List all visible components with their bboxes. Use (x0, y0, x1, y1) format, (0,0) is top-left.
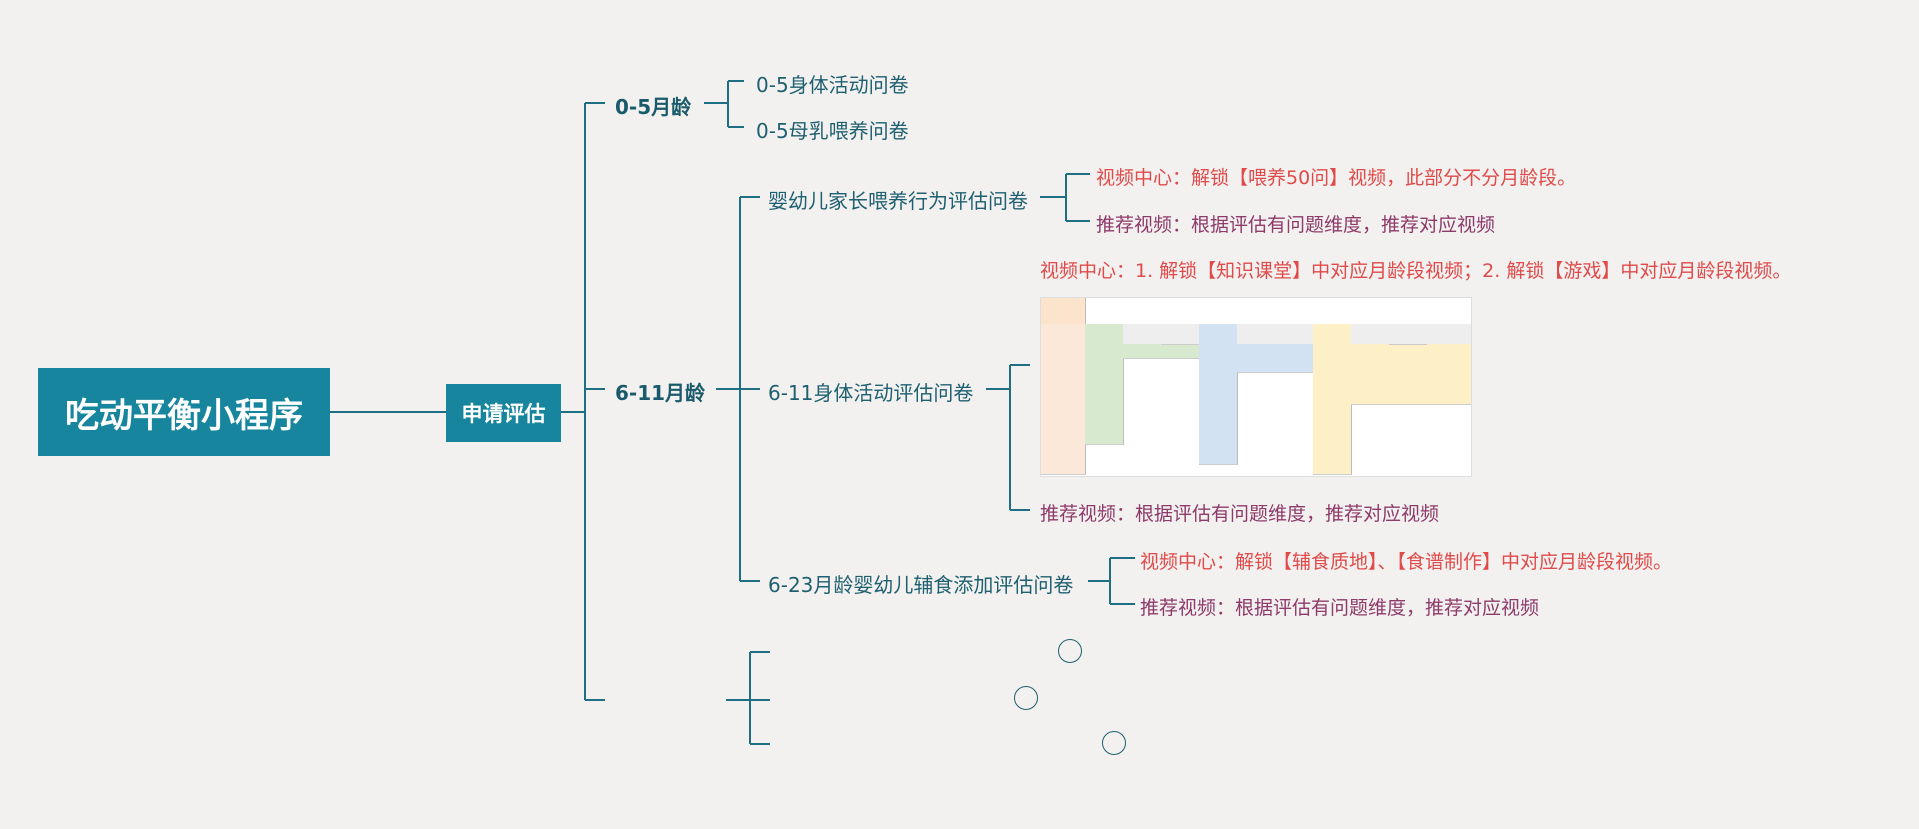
root-node[interactable]: 吃动平衡小程序 (38, 368, 330, 456)
table-image-thumbnail[interactable] (1040, 297, 1472, 477)
questionnaire-6-11-activity[interactable]: 6-11身体活动评估问卷 (768, 381, 974, 405)
questionnaire-0-5-breastfeeding[interactable]: 0-5母乳喂养问卷 (756, 119, 909, 143)
count-badge[interactable] (1058, 639, 1082, 663)
note-recommend-food: 推荐视频：根据评估有问题维度，推荐对应视频 (1140, 597, 1540, 619)
count-badge[interactable] (1102, 731, 1126, 755)
apply-assessment-label: 申请评估 (461, 402, 546, 426)
apply-assessment-node[interactable]: 申请评估 (446, 384, 561, 442)
questionnaire-complementary-food[interactable]: 6-23月龄婴幼儿辅食添加评估问卷 (768, 573, 1074, 597)
age-group-6-11[interactable]: 6-11月龄 (615, 381, 706, 405)
count-badge[interactable] (1014, 686, 1038, 710)
root-label: 吃动平衡小程序 (65, 395, 303, 436)
thumbnail-header (1041, 298, 1471, 325)
note-video-center-activity: 视频中心：1. 解锁【知识课堂】中对应月龄段视频；2. 解锁【游戏】中对应月龄段… (1040, 260, 1792, 282)
note-video-center-food: 视频中心：解锁【辅食质地】、【食谱制作】中对应月龄段视频。 (1140, 551, 1673, 573)
note-recommend-activity: 推荐视频：根据评估有问题维度，推荐对应视频 (1040, 503, 1440, 525)
questionnaire-parent-feeding[interactable]: 婴幼儿家长喂养行为评估问卷 (768, 189, 1028, 213)
questionnaire-0-5-activity[interactable]: 0-5身体活动问卷 (756, 73, 909, 97)
note-recommend-feeding: 推荐视频：根据评估有问题维度，推荐对应视频 (1096, 214, 1496, 236)
note-video-center-feeding: 视频中心：解锁【喂养50问】视频，此部分不分月龄段。 (1096, 167, 1577, 189)
age-group-0-5[interactable]: 0-5月龄 (615, 95, 692, 119)
